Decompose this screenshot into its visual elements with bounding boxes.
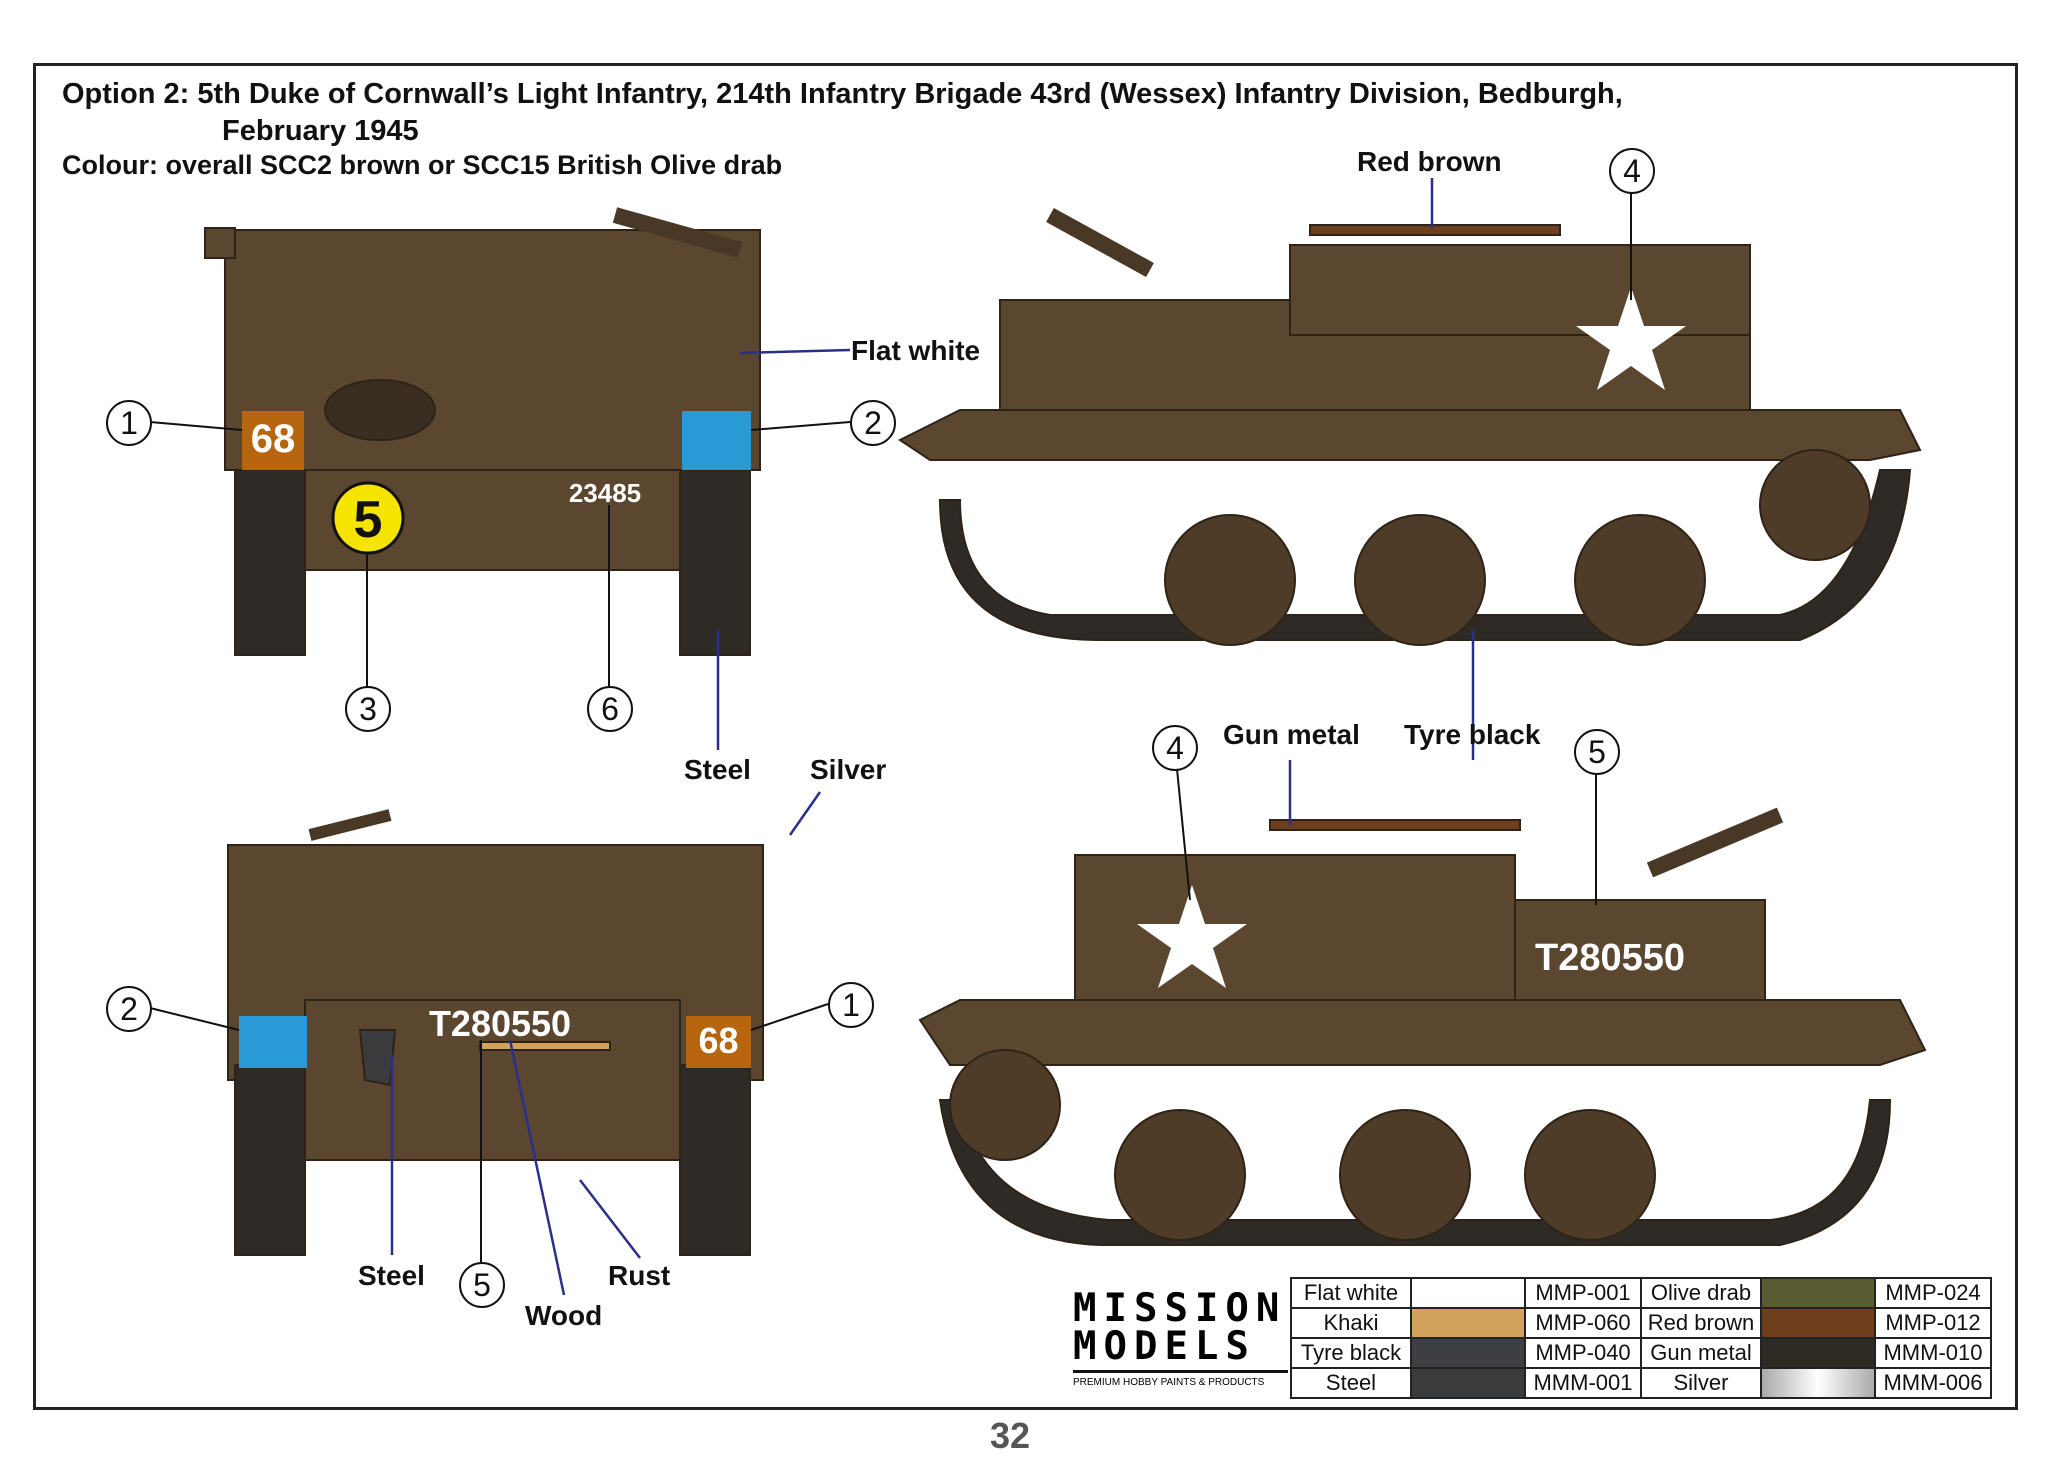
paint-code: MMM-006 — [1874, 1367, 1992, 1399]
paint-swatch — [1760, 1337, 1876, 1369]
page-number: 32 — [990, 1415, 1031, 1456]
paint-name: Tyre black — [1290, 1337, 1412, 1369]
label-rust: Rust — [608, 1260, 671, 1291]
star-bottom — [1137, 885, 1247, 988]
callout-2-rear: 2 — [106, 986, 152, 1032]
paint-code: MMP-001 — [1524, 1277, 1642, 1309]
rear-unit-code: 68 — [698, 1020, 739, 1061]
rear-view-vehicle — [227, 809, 764, 1256]
paint-code: MMP-040 — [1524, 1337, 1642, 1369]
colour-line: Colour: overall SCC2 brown or SCC15 Brit… — [62, 150, 783, 180]
rear-unit-code-panel — [686, 1016, 751, 1068]
label-wood: Wood — [525, 1300, 603, 1331]
side-view-top-vehicle — [898, 207, 1922, 646]
label-red-brown: Red brown — [1357, 146, 1502, 177]
paint-name: Khaki — [1290, 1307, 1412, 1339]
paint-code: MMP-024 — [1874, 1277, 1992, 1309]
callout-1-front: 1 — [106, 400, 152, 446]
label-steel-rear: Steel — [358, 1260, 425, 1291]
page-frame — [33, 63, 2018, 1410]
paint-name: Red brown — [1640, 1307, 1762, 1339]
paint-name: Gun metal — [1640, 1337, 1762, 1369]
side-serial: T280550 — [1534, 937, 1685, 979]
label-steel-front: Steel — [684, 754, 751, 785]
front-unit-code-panel — [242, 411, 304, 470]
title-line-1: Option 2: 5th Duke of Cornwall’s Light I… — [62, 78, 1623, 110]
paint-name: Steel — [1290, 1367, 1412, 1399]
callout-5-side: 5 — [1574, 729, 1620, 775]
logo-tagline: PREMIUM HOBBY PAINTS & PRODUCTS — [1073, 1370, 1288, 1388]
paint-swatch — [1760, 1307, 1876, 1339]
leader-lines — [390, 178, 1475, 1296]
front-unit-code: 68 — [250, 417, 296, 461]
callout-4-top: 4 — [1609, 148, 1655, 194]
side-view-bottom-vehicle — [918, 807, 1927, 1246]
paint-swatch — [1410, 1337, 1526, 1369]
tac-number: 5 — [353, 491, 383, 549]
paint-code: MMP-012 — [1874, 1307, 1992, 1339]
callout-3: 3 — [345, 686, 391, 732]
callout-1-rear: 1 — [828, 982, 874, 1028]
paint-name: Silver — [1640, 1367, 1762, 1399]
rear-serial: T280550 — [428, 1003, 572, 1044]
label-flat-white: Flat white — [851, 335, 981, 366]
mission-models-logo: MISSION MODELS PREMIUM HOBBY PAINTS & PR… — [1073, 1286, 1288, 1388]
callout-5-rear: 5 — [459, 1262, 505, 1308]
paint-swatch — [1410, 1367, 1526, 1399]
paint-name: Flat white — [1290, 1277, 1412, 1309]
front-formation-sign — [682, 411, 751, 470]
logo-line-1: MISSION — [1073, 1286, 1287, 1331]
logo-line-2: MODELS — [1073, 1324, 1256, 1369]
paint-swatch — [1410, 1307, 1526, 1339]
callout-4-bottom: 4 — [1152, 725, 1198, 771]
label-tyre-black: Tyre black — [1404, 719, 1541, 750]
callout-lines — [149, 192, 1632, 1262]
paint-swatch — [1760, 1367, 1876, 1399]
paint-name: Olive drab — [1640, 1277, 1762, 1309]
callout-6: 6 — [587, 686, 633, 732]
star-top — [1576, 287, 1686, 390]
label-silver: Silver — [810, 754, 887, 785]
title-line-2: February 1945 — [222, 115, 419, 147]
paint-swatch — [1760, 1277, 1876, 1309]
paint-code: MMM-010 — [1874, 1337, 1992, 1369]
front-serial: 23485 — [568, 478, 642, 508]
paint-code: MMM-001 — [1524, 1367, 1642, 1399]
callout-2-front: 2 — [850, 400, 896, 446]
paint-code: MMP-060 — [1524, 1307, 1642, 1339]
label-gun-metal: Gun metal — [1223, 719, 1360, 750]
paint-swatch — [1410, 1277, 1526, 1309]
rear-formation-sign — [239, 1016, 307, 1068]
